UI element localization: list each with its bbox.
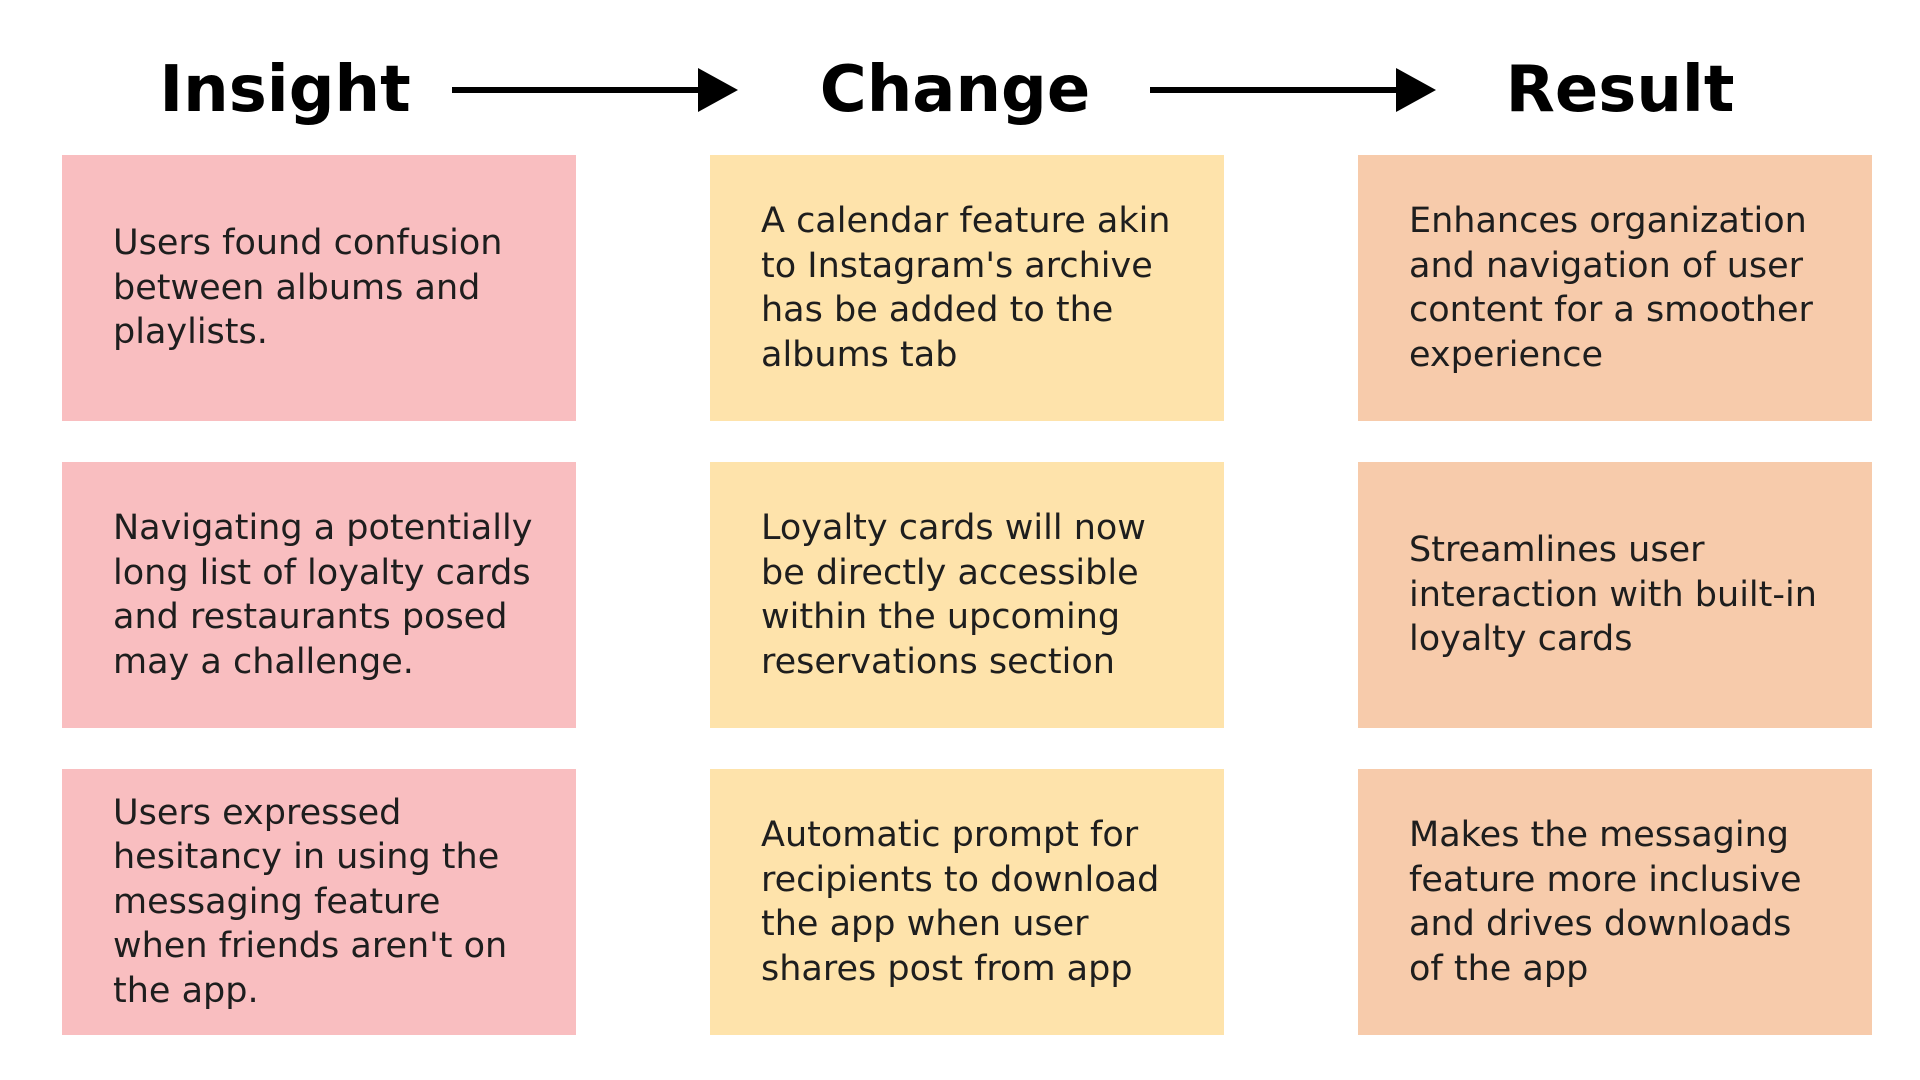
change-card-1: A calendar feature akin to Instagram's a… — [710, 155, 1224, 421]
insight-text: Users found confusion between albums and… — [113, 223, 503, 353]
column-header-row: Insight Change Result — [0, 50, 1920, 130]
arrow-right-icon — [452, 68, 738, 112]
change-text: Automatic prompt for recipients to downl… — [761, 815, 1160, 989]
result-card-3: Makes the messaging feature more inclusi… — [1358, 769, 1872, 1035]
result-text: Streamlines user interaction with built-… — [1409, 530, 1817, 660]
change-card-2: Loyalty cards will now be directly acces… — [710, 462, 1224, 728]
insight-card-1: Users found confusion between albums and… — [62, 155, 576, 421]
arrow-right-icon — [1150, 68, 1436, 112]
result-card-1: Enhances organization and navigation of … — [1358, 155, 1872, 421]
result-card-2: Streamlines user interaction with built-… — [1358, 462, 1872, 728]
change-text: A calendar feature akin to Instagram's a… — [761, 201, 1171, 375]
insight-text: Users expressed hesitancy in using the m… — [113, 792, 508, 1011]
result-heading: Result — [1505, 53, 1735, 127]
insight-card-3: Users expressed hesitancy in using the m… — [62, 769, 576, 1035]
change-card-3: Automatic prompt for recipients to downl… — [710, 769, 1224, 1035]
insight-card-2: Navigating a potentially long list of lo… — [62, 462, 576, 728]
result-text: Makes the messaging feature more inclusi… — [1409, 815, 1802, 989]
insight-heading: Insight — [159, 53, 411, 127]
result-text: Enhances organization and navigation of … — [1409, 201, 1813, 375]
change-text: Loyalty cards will now be directly acces… — [761, 508, 1146, 682]
insight-text: Navigating a potentially long list of lo… — [113, 508, 533, 682]
change-heading: Change — [819, 53, 1091, 127]
